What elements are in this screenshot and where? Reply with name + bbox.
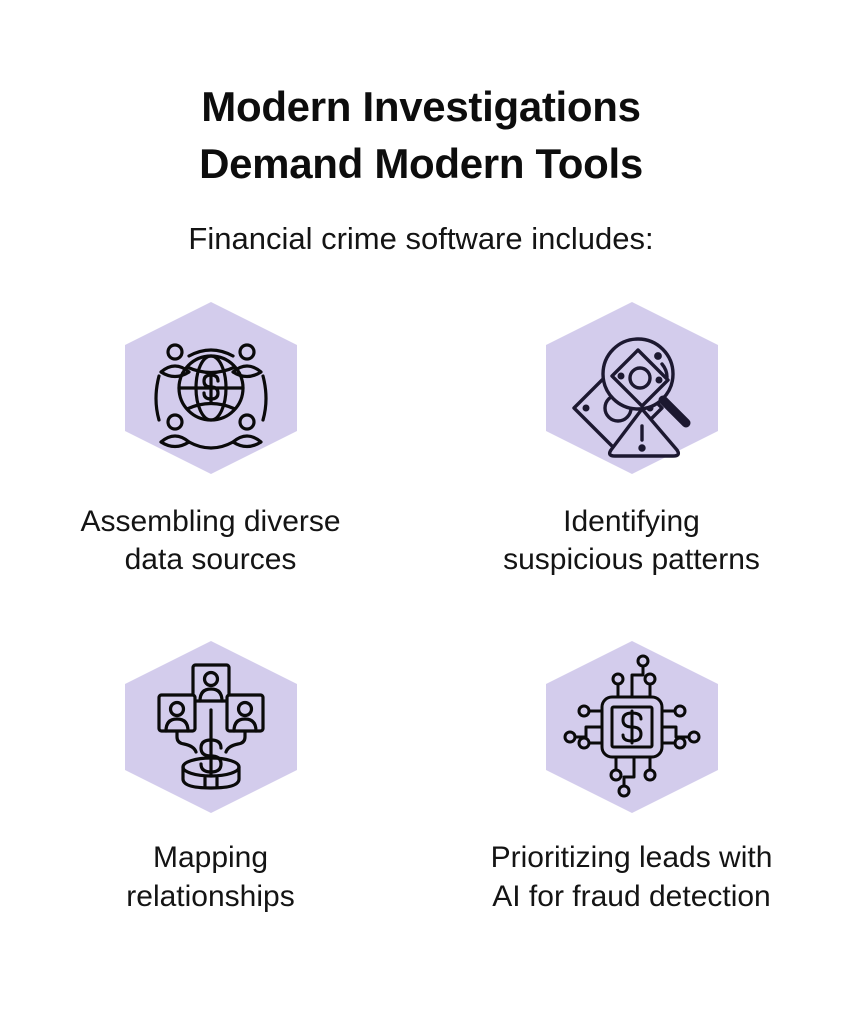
- feature-card-prioritizing-leads-ai: Prioritizing leads with AI for fraud det…: [442, 641, 822, 916]
- people-network-coins-icon: [156, 663, 265, 790]
- feature-grid: Assembling diverse data sources: [0, 301, 842, 917]
- hexagon-badge: [124, 641, 297, 814]
- feature-caption: Identifying suspicious patterns: [503, 504, 760, 576]
- page-title: Modern Investigations Demand Modern Tool…: [199, 83, 643, 188]
- feature-card-mapping-relationships: Mapping relationships: [21, 641, 401, 916]
- feature-caption: Prioritizing leads with AI for fraud det…: [490, 841, 773, 913]
- hexagon-badge: [545, 641, 718, 814]
- magnifier-banknote-warning-icon: [571, 336, 690, 458]
- hexagon-badge: [124, 301, 297, 474]
- feature-card-assembling-diverse-data-sources: Assembling diverse data sources: [21, 301, 401, 580]
- globe-dollar-network-icon: [153, 342, 268, 450]
- feature-caption: Assembling diverse data sources: [80, 504, 341, 576]
- feature-card-identifying-suspicious-patterns: Identifying suspicious patterns: [442, 301, 822, 580]
- header: Modern Investigations Demand Modern Tool…: [0, 0, 842, 260]
- ai-chip-dollar-icon: [563, 654, 700, 798]
- page-subtitle: Financial crime software includes:: [188, 221, 654, 257]
- hexagon-badge: [545, 301, 718, 474]
- feature-caption: Mapping relationships: [126, 841, 295, 913]
